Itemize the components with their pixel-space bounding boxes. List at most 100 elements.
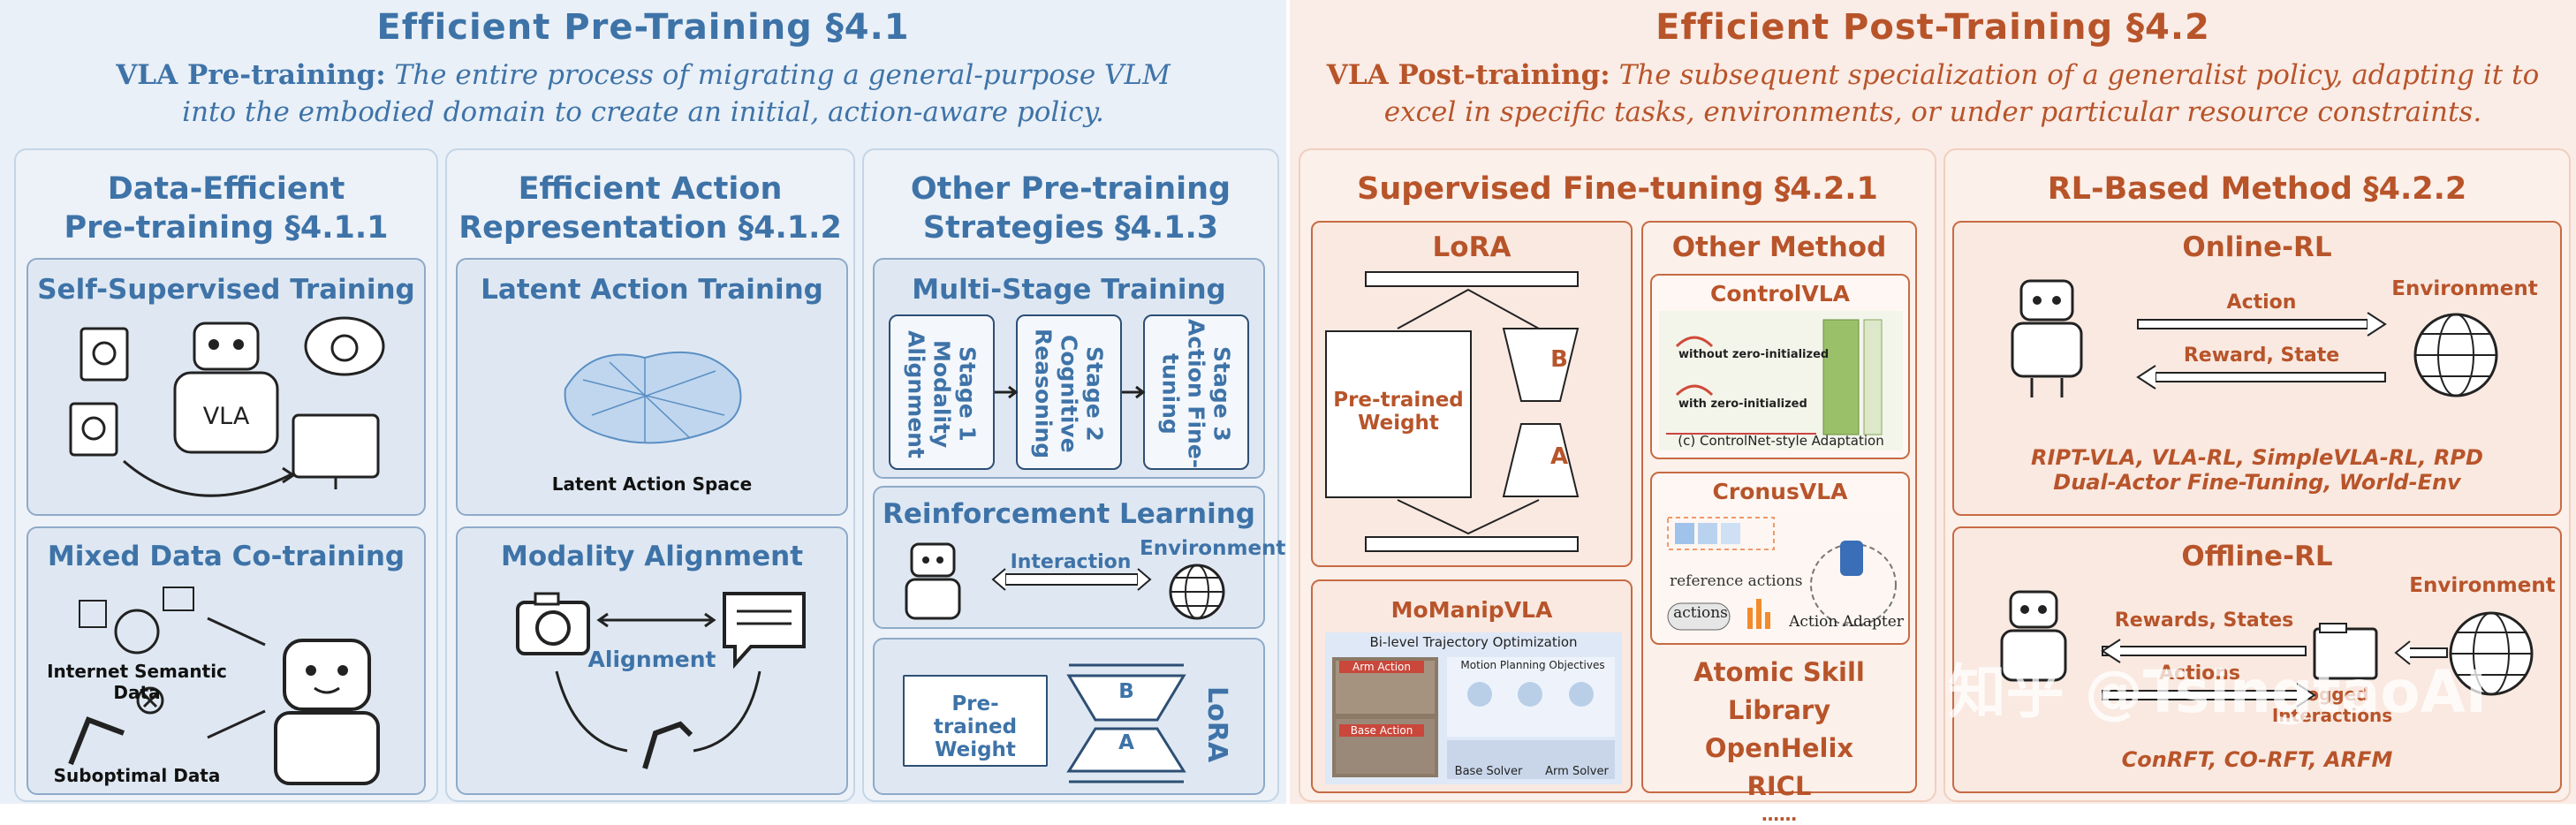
monitor-icon [292,413,380,479]
robot-icon [2011,279,2083,397]
lora-right-a-label: A [1549,443,1569,470]
momanip-base-action: Base Action [1339,724,1424,737]
document-icon [79,600,107,628]
image-card-icon [80,327,129,382]
cronusvla-action-adapter: Action Adapter [1789,613,1904,631]
cronusvla-actions: actions [1673,604,1728,622]
offline-rl-illustration [2000,590,2534,708]
posttraining-desc-line2: excel in specific tasks, environments, o… [1383,96,2482,128]
latent-action-title: Latent Action Training [481,274,823,306]
pretraining-desc-label: VLA Pre-training: [116,59,386,91]
pretrained-label-line2: Weight [1358,412,1439,435]
momanipvla-title: MoManipVLA [1390,597,1553,623]
folder-icon [2313,623,2378,680]
momanipvla-figure [1325,632,1622,784]
alignment-caption: Alignment [587,647,716,672]
controlvla-label-with: with zero-initialized [1678,397,1807,411]
lora-right-diagram [1365,271,1580,552]
other-pretraining-title-line2: Strategies §4.1.3 [922,210,1219,246]
controlvla-label-without: without zero-initialized [1678,348,1830,361]
pretraining-desc-line2: into the embodied domain to create an in… [182,96,1104,128]
robot-arm-icon [642,721,693,769]
offline-rewards-label: Rewards, States [2114,609,2294,632]
laptop-icon [163,587,194,611]
method-item: …… [1762,804,1797,825]
arrow-right-icon [995,385,1019,399]
posttraining-description: VLA Post-training: The subsequent specia… [1290,57,2576,131]
rl-environment-label: Environment [1140,537,1286,560]
action-representation-title-line1: Efficient Action [518,171,783,207]
self-supervised-illustration: VLA [69,316,385,497]
chat-bubble-icon [723,592,806,670]
lora-a-label: A [1118,731,1134,754]
offline-rl-title: Offline-RL [2181,541,2333,572]
other-pretraining-title-line1: Other Pre-training [910,171,1231,207]
data-efficient-title: Data-Efficient Pre-training §4.1.1 [14,170,438,247]
offline-actions-label: Actions [2159,662,2240,685]
lora-right-title: LoRA [1432,231,1512,263]
method-item: Atomic Skill Library [1693,657,1865,725]
image-card-icon [69,402,118,457]
other-method-list: Atomic Skill Library OpenHelix RICL …… [1641,654,1917,823]
online-env-label: Environment [2391,277,2538,300]
posttraining-desc-line1: The subsequent specialization of a gener… [1618,59,2540,91]
latent-action-caption: Latent Action Space [551,473,753,495]
stage-3-box: Stage 3 Action Fine-tuning [1143,314,1249,470]
online-rl-title: Online-RL [2182,231,2332,263]
modality-alignment-title: Modality Alignment [500,541,804,572]
online-methods: RIPT-VLA, VLA-RL, SimpleVLA-RL, RPD Dual… [1952,445,2562,495]
cronusvla-title: CronusVLA [1712,479,1848,504]
self-supervised-title: Self-Supervised Training [37,274,415,306]
momanip-arm-action: Arm Action [1339,661,1424,673]
pretraining-desc-line1: The entire process of migrating a genera… [394,59,1171,91]
online-methods-line2: Dual-Actor Fine-Tuning, World-Env [2053,470,2461,495]
lora-left-title: LoRA [1201,685,1232,763]
internet-semantic-label: Internet Semantic Data [47,661,227,703]
robot-icon [274,639,380,785]
pretrained-weight-label: Pre-trained Weight [933,693,1018,761]
lora-b-label: B [1118,680,1134,703]
stage-1-box: Stage 1 Modality Alignment [889,314,995,470]
mixed-data-illustration [68,587,380,785]
watermark: 知乎 @TsingtaoAI [1947,658,2488,726]
online-rl-illustration [2011,279,2498,397]
online-action-label: Action [2226,291,2297,314]
controlvla-title: ControlVLA [1710,281,1850,307]
cronusvla-reference-actions: reference actions [1670,572,1803,590]
globe-icon [1169,564,1225,620]
action-representation-title: Efficient Action Representation §4.1.2 [445,170,855,247]
thought-bubble-icon [304,316,385,376]
camera-icon [516,592,590,655]
robot-arm-icon [68,716,125,766]
momanip-objectives: Motion Planning Objectives [1460,659,1605,671]
lora-ba-diagram [1066,663,1186,783]
pretraining-description: VLA Pre-training: The entire process of … [0,57,1286,131]
offline-methods: ConRFT, CO-RFT, ARFM [2121,747,2393,772]
globe-icon [2449,611,2534,696]
pretrained-label-line1: Pre-trained [1333,389,1464,412]
arrow-right-icon [1122,385,1146,399]
rl-interaction-label: Interaction [1010,551,1132,573]
cross-icon [136,686,164,715]
rl-title: RL-Based Method §4.2.2 [2047,171,2467,207]
stage-2-label: Stage 2 Cognitive Reasoning [1030,329,1108,459]
pretrained-weight-block-right: Pre-trained Weight [1325,330,1472,498]
pretraining-title: Efficient Pre-Training §4.1 [376,7,910,48]
vla-robot-label: VLA [203,403,250,430]
reinforcement-learning-title: Reinforcement Learning [882,498,1255,530]
offline-env-label: Environment [2409,574,2556,597]
lora-right-b-label: B [1550,346,1568,373]
data-efficient-title-line1: Data-Efficient [107,171,345,207]
suboptimal-label: Suboptimal Data [53,765,221,786]
action-representation-title-line2: Representation §4.1.2 [458,210,842,246]
globe-icon [114,609,160,655]
momanip-arm-solver: Arm Solver [1545,765,1609,778]
robot-icon [2000,590,2067,682]
momanip-base-solver: Base Solver [1454,765,1523,778]
rl-illustration [905,542,1225,620]
robot-icon [905,542,961,620]
posttraining-desc-label: VLA Post-training: [1326,59,1610,91]
globe-icon [2413,313,2498,397]
latent-surface-icon [564,351,742,444]
stage-2-box: Stage 2 Cognitive Reasoning [1016,314,1122,470]
